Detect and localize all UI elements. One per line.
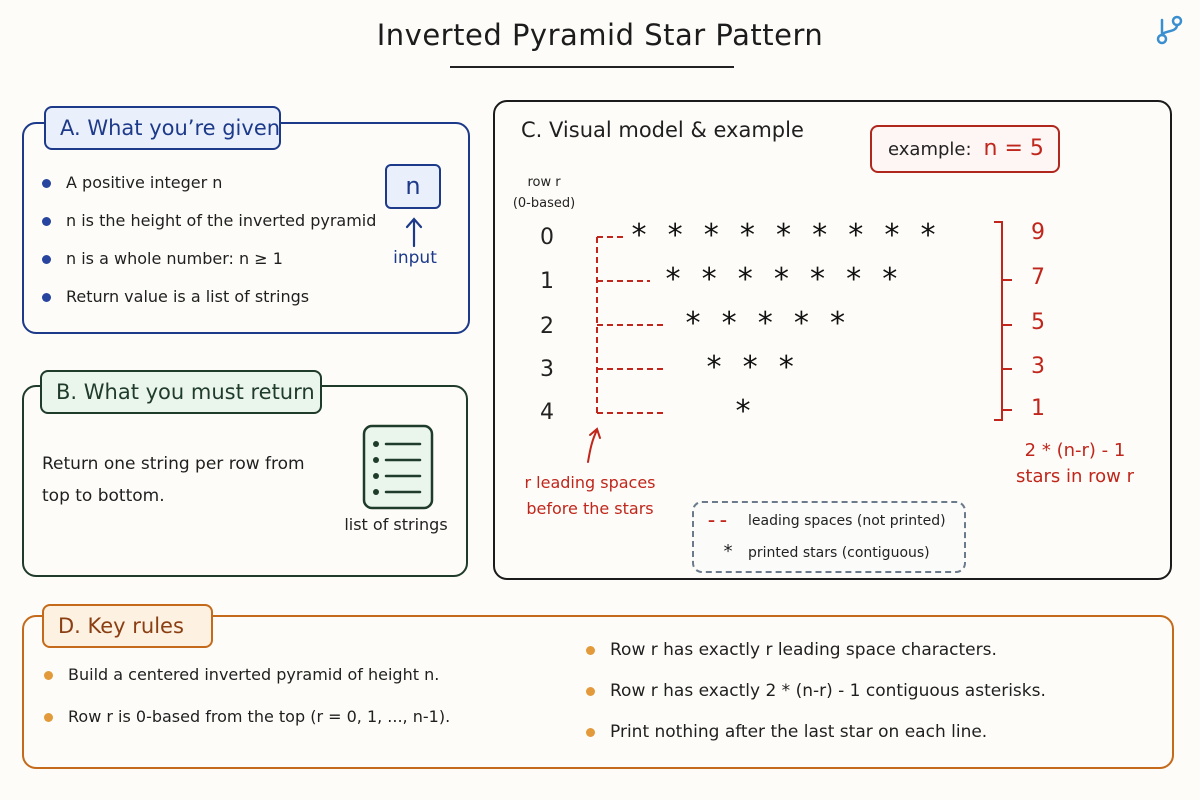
formula-caption: stars in row r bbox=[1016, 466, 1134, 487]
leading-spaces-guide bbox=[596, 236, 664, 415]
given-item: Return value is a list of strings bbox=[42, 282, 376, 320]
section-c-panel bbox=[493, 100, 1172, 580]
legend-dash-symbol: – – bbox=[708, 513, 727, 529]
given-item: n is the height of the inverted pyramid bbox=[42, 206, 376, 244]
section-b-tag: B. What you must return bbox=[40, 370, 322, 414]
bullet-dot bbox=[44, 671, 53, 680]
star-formula: 2 * (n-r) - 1 stars in row r bbox=[1000, 438, 1150, 490]
list-icon bbox=[362, 424, 434, 510]
bullet-dot bbox=[42, 293, 51, 302]
leading-caption-line: r leading spaces bbox=[524, 473, 656, 492]
section-d-tag: D. Key rules bbox=[42, 604, 213, 648]
row-index: 0 bbox=[540, 225, 554, 250]
page-title: Inverted Pyramid Star Pattern bbox=[376, 18, 824, 52]
input-n-box: n bbox=[385, 164, 441, 209]
bullet-dot bbox=[586, 728, 595, 737]
star-row: * * * * * bbox=[684, 306, 847, 341]
rule-item: Row r has exactly 2 * (n-r) - 1 contiguo… bbox=[586, 677, 1046, 718]
branch-icon bbox=[1156, 15, 1183, 45]
star-row: * * * * * * * * * bbox=[630, 218, 938, 253]
legend-star-symbol: * bbox=[722, 541, 734, 562]
bullet-dot bbox=[44, 713, 53, 722]
row-index: 3 bbox=[540, 357, 554, 382]
section-a-tag: A. What you’re given bbox=[44, 106, 281, 150]
legend-dash-label: leading spaces (not printed) bbox=[748, 513, 946, 529]
arrow-up-right-icon bbox=[587, 427, 601, 463]
star-row: * * * * * * * bbox=[664, 262, 899, 297]
bullet-dot bbox=[586, 687, 595, 696]
bullet-dot bbox=[42, 217, 51, 226]
star-row: * bbox=[734, 394, 753, 429]
section-d-panel bbox=[22, 615, 1174, 769]
row-header-note: (0-based) bbox=[512, 196, 576, 211]
rule-text: Row r has exactly r leading space charac… bbox=[610, 640, 997, 660]
bullet-dot bbox=[586, 646, 595, 655]
section-c-heading: C. Visual model & example bbox=[521, 118, 804, 142]
given-item-text: A positive integer n bbox=[66, 173, 223, 192]
rule-item: Row r is 0-based from the top (r = 0, 1,… bbox=[44, 704, 450, 746]
legend-dash-entry: – – leading spaces (not printed) bbox=[708, 513, 946, 529]
arrow-up-icon bbox=[405, 217, 423, 248]
count-bracket bbox=[994, 221, 1012, 421]
example-label: example: bbox=[888, 139, 972, 160]
leading-spaces-caption: r leading spaces before the stars bbox=[510, 470, 670, 522]
legend: – – leading spaces (not printed) * printed… bbox=[692, 501, 966, 573]
row-index: 4 bbox=[540, 400, 554, 425]
rule-text: Row r is 0-based from the top (r = 0, 1,… bbox=[68, 707, 451, 726]
rule-item: Row r has exactly r leading space charac… bbox=[586, 636, 1046, 677]
example-box: example: n = 5 bbox=[870, 125, 1060, 173]
row-index: 2 bbox=[540, 314, 554, 339]
rule-item: Print nothing after the last star on eac… bbox=[586, 718, 1046, 759]
example-value: n = 5 bbox=[983, 136, 1044, 161]
given-list: A positive integer n n is the height of … bbox=[42, 168, 376, 320]
title-underline bbox=[450, 66, 734, 68]
legend-star-label: printed stars (contiguous) bbox=[748, 545, 930, 561]
rules-left-list: Build a centered inverted pyramid of hei… bbox=[44, 662, 450, 746]
bullet-dot bbox=[42, 255, 51, 264]
star-count: 9 bbox=[1031, 220, 1045, 245]
rule-item: Build a centered inverted pyramid of hei… bbox=[44, 662, 450, 704]
star-count: 3 bbox=[1031, 354, 1045, 379]
leading-caption-line: before the stars bbox=[526, 499, 654, 518]
rules-right-list: Row r has exactly r leading space charac… bbox=[586, 636, 1046, 759]
row-header-title: row r bbox=[527, 175, 561, 190]
star-count: 7 bbox=[1031, 265, 1045, 290]
given-item-text: n is the height of the inverted pyramid bbox=[66, 211, 377, 230]
given-item: A positive integer n bbox=[42, 168, 376, 206]
row-header: row r (0-based) bbox=[508, 172, 580, 214]
row-index: 1 bbox=[540, 269, 554, 294]
legend-star-entry: * printed stars (contiguous) bbox=[708, 541, 930, 562]
rule-text: Row r has exactly 2 * (n-r) - 1 contiguo… bbox=[610, 681, 1046, 701]
star-count: 5 bbox=[1031, 310, 1045, 335]
bullet-dot bbox=[42, 179, 51, 188]
rule-text: Build a centered inverted pyramid of hei… bbox=[68, 665, 440, 684]
given-item-text: n is a whole number: n ≥ 1 bbox=[66, 249, 283, 268]
given-item-text: Return value is a list of strings bbox=[66, 287, 310, 306]
given-item: n is a whole number: n ≥ 1 bbox=[42, 244, 376, 282]
return-description: Return one string per row from top to bo… bbox=[42, 454, 305, 506]
star-count: 1 bbox=[1031, 396, 1045, 421]
list-label: list of strings bbox=[344, 515, 448, 534]
star-row: * * * bbox=[705, 350, 796, 385]
formula-expression: 2 * (n-r) - 1 bbox=[1024, 440, 1126, 461]
rule-text: Print nothing after the last star on eac… bbox=[610, 722, 988, 742]
input-label: input bbox=[393, 248, 437, 268]
